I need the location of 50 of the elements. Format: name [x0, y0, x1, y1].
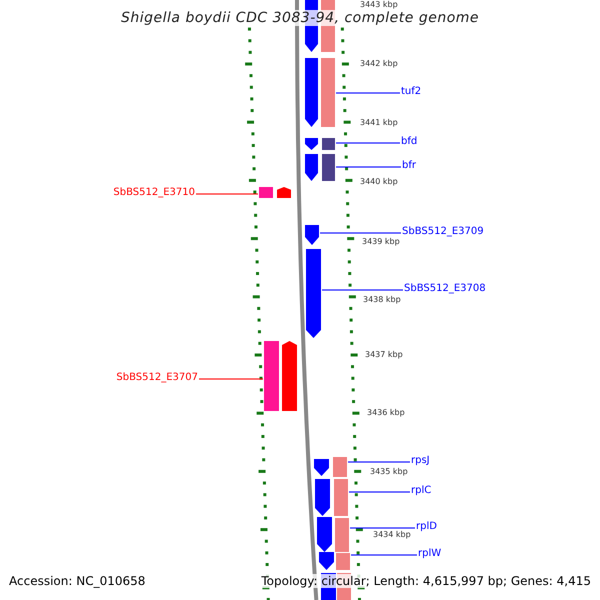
gene-feature: [282, 341, 297, 411]
gene-label: rplC: [411, 485, 432, 497]
gene-feature: [315, 479, 330, 516]
leader-line: [336, 142, 400, 144]
scale-label: 3437 kbp: [365, 350, 403, 360]
leader-line: [336, 92, 400, 94]
gene-feature: [319, 552, 334, 570]
gene-label: SbBS512_E3708: [404, 283, 486, 295]
gene-feature: [322, 138, 335, 150]
gene-feature: [333, 457, 347, 477]
gene-label: SbBS512_E3709: [402, 226, 484, 238]
gene-label: rplD: [416, 521, 437, 533]
gene-label: tuf2: [401, 86, 422, 98]
gene-feature: [336, 553, 350, 570]
title: Shigella boydii CDC 3083-94, complete genome: [120, 10, 480, 26]
gene-feature: [305, 138, 318, 150]
scale-label: 3443 kbp: [360, 0, 398, 10]
gene-feature: [259, 187, 273, 198]
gene-label: bfr: [402, 160, 416, 172]
gene-feature: [306, 249, 321, 338]
scale-label: 3439 kbp: [362, 237, 400, 247]
genome-summary-text: Topology: circular; Length: 4,615,997 bp; Genes: 4,415: [261, 574, 591, 588]
scale-label: 3440 kbp: [360, 177, 398, 187]
scale-label: 3436 kbp: [367, 408, 405, 418]
scale-label: 3442 kbp: [360, 59, 398, 69]
leader-line: [336, 166, 402, 168]
scale-label: 3438 kbp: [363, 295, 401, 305]
scale-label: 3435 kbp: [370, 467, 408, 477]
gene-feature: [277, 187, 291, 198]
gene-label: SbBS512_E3707: [116, 372, 198, 384]
gene-feature: [321, 58, 335, 127]
gene-feature: [305, 225, 319, 245]
gene-feature: [317, 517, 332, 552]
leader-line: [198, 378, 264, 380]
gene-label: bfd: [401, 136, 418, 148]
gene-feature: [322, 154, 335, 181]
gene-feature: [305, 58, 318, 127]
gene-feature: [314, 459, 329, 476]
gene-feature: [335, 518, 349, 552]
leader-line: [350, 554, 418, 556]
gene-label: rpsJ: [411, 455, 430, 467]
accession-text: Accession: NC_010658: [9, 574, 146, 588]
gene-feature: [264, 341, 279, 411]
gene-label: SbBS512_E3710: [113, 187, 195, 199]
leader-line: [320, 232, 402, 234]
gene-feature: [334, 479, 348, 516]
scale-label: 3441 kbp: [360, 118, 398, 128]
gene-feature: [305, 154, 318, 181]
gene-label: rplW: [418, 548, 442, 560]
scale-label: 3434 kbp: [373, 530, 411, 540]
